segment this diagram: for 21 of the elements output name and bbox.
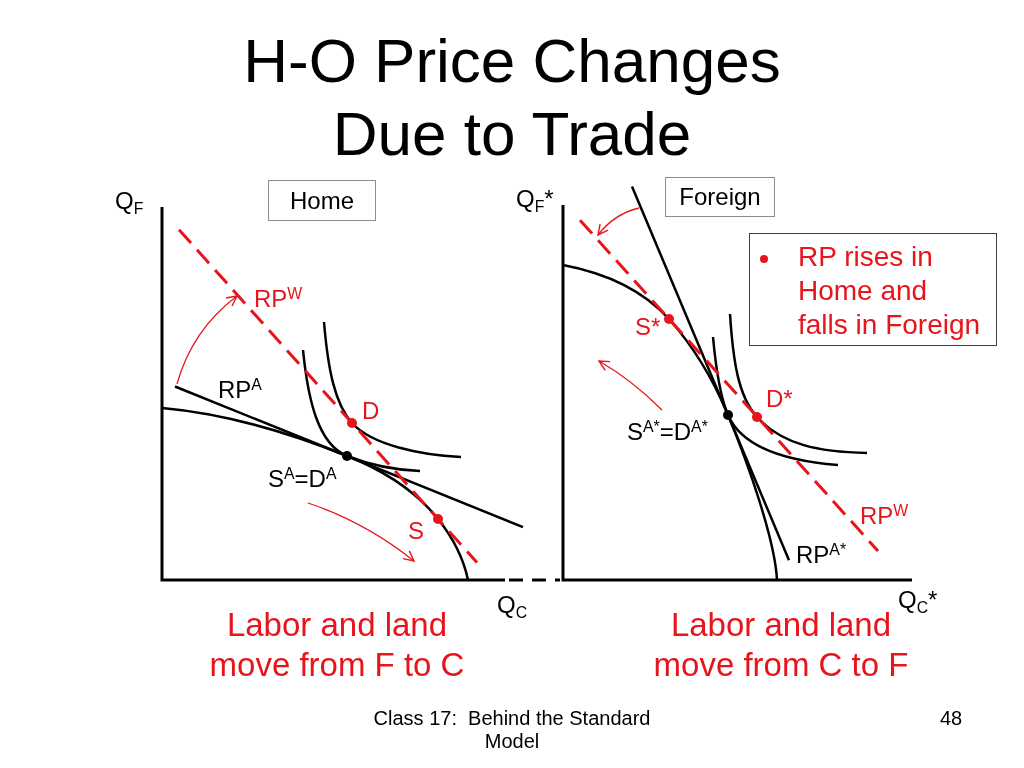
footer-text: Class 17: Behind the Standard Model (372, 707, 652, 753)
note-text: RP rises in Home and falls in Foreign (798, 240, 982, 342)
point-label: S (408, 517, 424, 545)
page-number: 48 (940, 707, 963, 730)
point-label: S* (635, 313, 661, 341)
label-box: Foreign (665, 177, 775, 217)
point-label: S$^{A*}$=D$^{A*}$ (627, 418, 708, 446)
note-box (749, 233, 997, 346)
line-label: RP$^{W}$ (860, 502, 909, 530)
axis-label: Q$_{F}$* (516, 185, 554, 213)
point-label: S$^{A}$=D$^{A}$ (268, 465, 337, 493)
point-label: D* (766, 385, 793, 413)
annotation-text: Labor and land move from F to C (208, 605, 466, 685)
axis-label: Q$_{C}$ (497, 591, 528, 619)
label-box: Home (268, 180, 376, 221)
point-label: D (362, 397, 380, 425)
axis-label: Q$_{F}$ (115, 187, 144, 215)
line-label: RP$^{A*}$ (796, 541, 847, 569)
line-label: RP$^{A}$ (218, 376, 262, 404)
slide-title: H-O Price Changes Due to Trade (242, 25, 782, 170)
line-label: RP$^{W}$ (254, 285, 303, 313)
